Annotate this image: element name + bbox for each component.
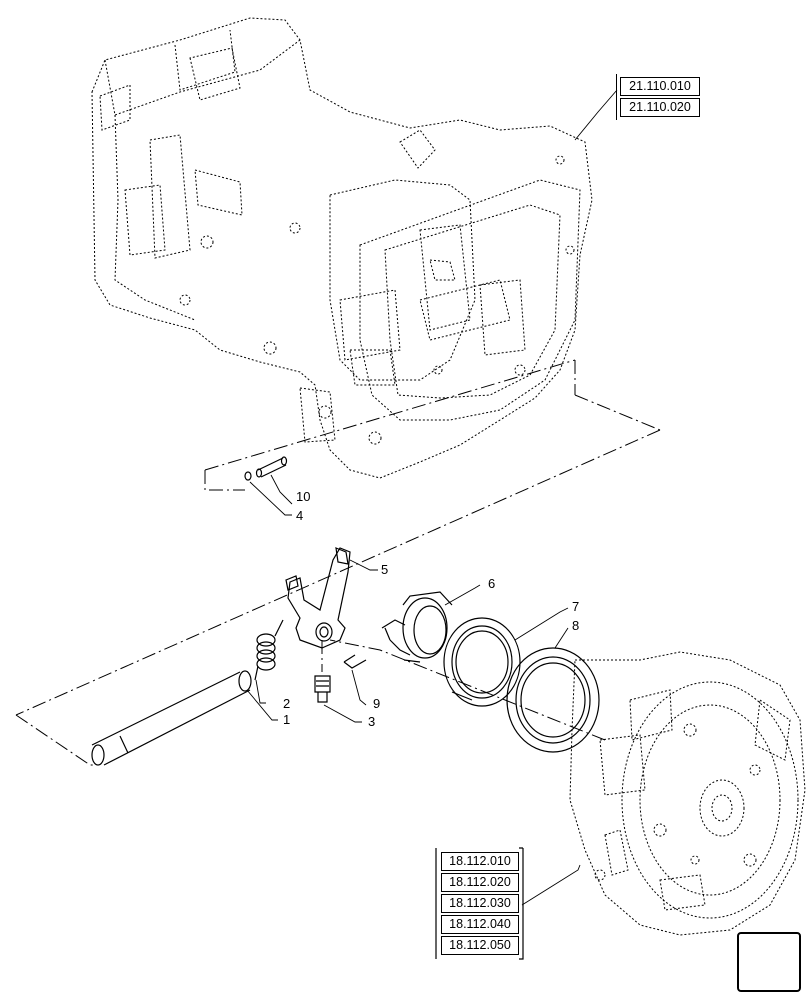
callout-part-5[interactable]: 5 [381, 562, 389, 577]
callout-part-2[interactable]: 2 [283, 696, 291, 711]
callout-part-1[interactable]: 1 [283, 712, 291, 727]
callout-part-4[interactable]: 4 [296, 508, 304, 523]
release-sleeve-part-6 [381, 591, 453, 663]
spring-part-2 [254, 619, 284, 681]
reference-box-21-110-010[interactable]: 21.110.010 [616, 74, 700, 99]
callout-part-6[interactable]: 6 [488, 576, 496, 591]
bearing-part-7 [443, 617, 521, 707]
reference-box-21-110-020[interactable]: 21.110.020 [616, 95, 700, 120]
bearing-sleeve-part-8 [506, 647, 600, 753]
next-page-button[interactable] [737, 932, 801, 992]
fork-part-5 [285, 547, 351, 649]
reference-box-18-112-040[interactable]: 18.112.040 [441, 915, 519, 934]
transmission-housing [91, 17, 593, 479]
pin-part-10 [255, 456, 288, 478]
bolt-part-3 [314, 675, 331, 703]
reference-box-18-112-030[interactable]: 18.112.030 [441, 894, 519, 913]
leader-lines [246, 89, 618, 906]
reference-box-18-112-050[interactable]: 18.112.050 [441, 936, 519, 955]
callout-part-10[interactable]: 10 [296, 489, 311, 504]
callout-part-8[interactable]: 8 [572, 618, 580, 633]
reference-box-18-112-010[interactable]: 18.112.010 [441, 852, 519, 871]
shaft-part-1 [91, 670, 252, 766]
clutch-assembly [569, 651, 806, 936]
reference-box-18-112-020[interactable]: 18.112.020 [441, 873, 519, 892]
assembly-guide-lines [15, 359, 661, 766]
clip-part-9 [343, 654, 367, 669]
callout-part-7[interactable]: 7 [572, 599, 580, 614]
ring-part-4 [244, 471, 252, 481]
callout-part-3[interactable]: 3 [368, 714, 376, 729]
callout-part-9[interactable]: 9 [373, 696, 381, 711]
